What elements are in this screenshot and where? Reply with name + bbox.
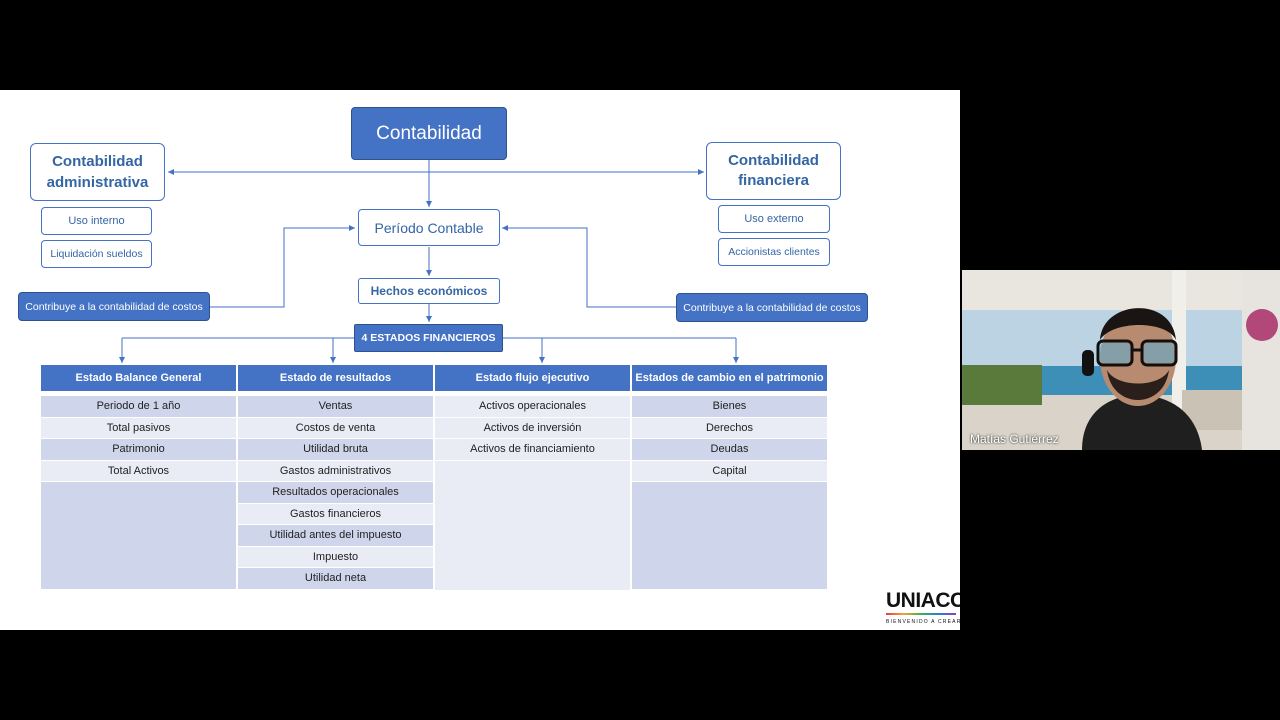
video-scene <box>962 270 1280 450</box>
table-column-patrimonio: Estados de cambio en el patrimonio Biene… <box>632 365 827 589</box>
uniacc-logo: UNIACC BIENVENIDO A CREAR <box>886 590 960 630</box>
table-header: Estado Balance General <box>41 365 236 391</box>
table-cell: Gastos financieros <box>238 502 433 524</box>
table-cell: Utilidad neta <box>238 567 433 589</box>
table-cell: Patrimonio <box>41 438 236 460</box>
costos-left-box: Contribuye a la contabilidad de costos <box>18 292 210 321</box>
table-cell: Periodo de 1 año <box>41 395 236 417</box>
table-column-flujo: Estado flujo ejecutivo Activos operacion… <box>435 365 630 590</box>
table-column-balance: Estado Balance General Periodo de 1 año … <box>41 365 236 589</box>
financiera-box: Contabilidad financiera <box>706 142 841 200</box>
table-cell: Total pasivos <box>41 416 236 438</box>
admin-box: Contabilidad administrativa <box>30 143 165 201</box>
financiera-item-accionistas: Accionistas clientes <box>718 238 830 266</box>
table-cell: Costos de venta <box>238 416 433 438</box>
table-header: Estado de resultados <box>238 365 433 391</box>
connector-lines <box>119 160 739 363</box>
estados-financieros-box: 4 ESTADOS FINANCIEROS <box>354 324 503 352</box>
admin-item-liquidacion: Liquidación sueldos <box>41 240 152 268</box>
table-header: Estado flujo ejecutivo <box>435 365 630 391</box>
admin-title: Contabilidad administrativa <box>46 153 149 191</box>
admin-item-label: Liquidación sueldos <box>50 248 143 260</box>
periodo-label: Período Contable <box>374 219 484 236</box>
logo-underline <box>886 613 956 615</box>
logo-name: UNIACC <box>886 589 960 612</box>
table-cell: Deudas <box>632 438 827 460</box>
admin-item-uso-interno: Uso interno <box>41 207 152 235</box>
table-cell: Activos de financiamiento <box>435 438 630 460</box>
table-cell: Activos operacionales <box>435 395 630 417</box>
table-cell: Derechos <box>632 416 827 438</box>
table-cell: Total Activos <box>41 459 236 481</box>
table-cell: Resultados operacionales <box>238 481 433 503</box>
table-filler <box>41 481 236 589</box>
costos-left-label: Contribuye a la contabilidad de costos <box>25 300 203 313</box>
presentation-slide: Contabilidad Contabilidad administrativa… <box>0 90 960 630</box>
contabilidad-title: Contabilidad <box>376 122 482 144</box>
table-header: Estados de cambio en el patrimonio <box>632 365 827 391</box>
contabilidad-title-box: Contabilidad <box>351 107 507 160</box>
participant-name: Matías Gutiérrez <box>970 432 1059 446</box>
financiera-item-label: Accionistas clientes <box>728 246 820 258</box>
admin-item-label: Uso interno <box>68 215 125 227</box>
table-column-resultados: Estado de resultados Ventas Costos de ve… <box>238 365 433 589</box>
financiera-title: Contabilidad financiera <box>728 152 819 189</box>
hechos-economicos-box: Hechos económicos <box>358 278 500 304</box>
table-cell: Ventas <box>238 395 433 417</box>
table-cell: Capital <box>632 459 827 481</box>
costos-right-box: Contribuye a la contabilidad de costos <box>676 293 868 322</box>
table-cell: Utilidad antes del impuesto <box>238 524 433 546</box>
table-filler <box>435 459 630 590</box>
hechos-label: Hechos económicos <box>370 284 488 298</box>
table-cell: Gastos administrativos <box>238 459 433 481</box>
financiera-item-uso-externo: Uso externo <box>718 205 830 233</box>
logo-tagline: BIENVENIDO A CREAR <box>886 619 960 625</box>
costos-right-label: Contribuye a la contabilidad de costos <box>683 301 861 314</box>
participant-video[interactable]: Matías Gutiérrez <box>962 270 1280 450</box>
estados-label: 4 ESTADOS FINANCIEROS <box>361 332 496 344</box>
table-cell: Utilidad bruta <box>238 438 433 460</box>
table-filler <box>632 481 827 589</box>
financiera-item-label: Uso externo <box>744 213 804 225</box>
table-cell: Impuesto <box>238 545 433 567</box>
table-cell: Bienes <box>632 395 827 417</box>
table-cell: Activos de inversión <box>435 416 630 438</box>
periodo-contable-box: Período Contable <box>358 209 500 246</box>
